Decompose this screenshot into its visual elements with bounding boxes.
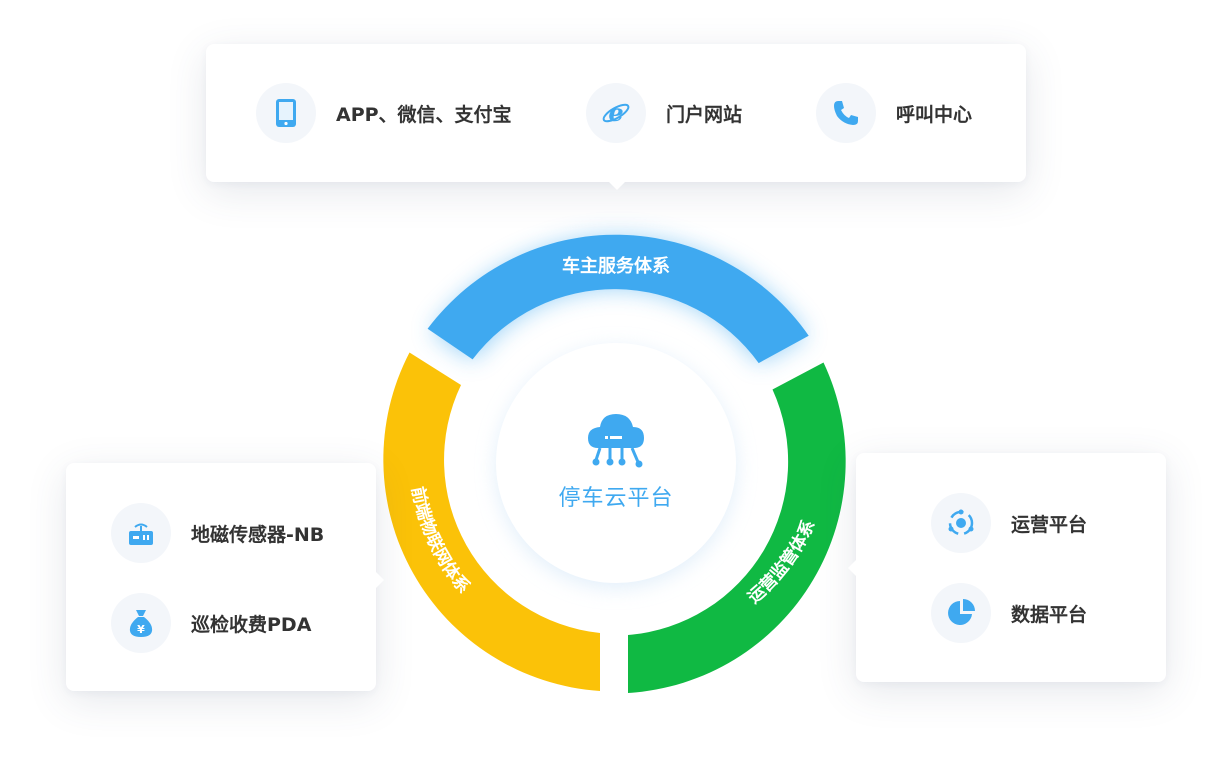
geomagnetic-sensor-icon	[111, 503, 171, 563]
owner-service-card: APP、微信、支付宝 e 门户网站 呼叫中心	[206, 44, 1026, 190]
operation-item-ops: 运营平台	[931, 493, 1087, 553]
center-platform-circle	[496, 343, 736, 583]
iot-system-segment	[383, 352, 600, 691]
pie-chart-icon	[931, 583, 991, 643]
service-item-label: 门户网站	[666, 103, 743, 126]
svg-text:e: e	[608, 98, 623, 127]
operation-item-label: 数据平台	[1011, 603, 1088, 626]
service-item-label: 呼叫中心	[896, 103, 973, 126]
money-bag-icon: ¥	[111, 593, 171, 653]
service-item-portal: e 门户网站	[586, 83, 742, 143]
iot-item-sensor: 地磁传感器-NB	[111, 503, 324, 563]
iot-item-pda: ¥ 巡检收费PDA	[111, 593, 311, 653]
service-item-call-center: 呼叫中心	[816, 83, 972, 143]
mobile-phone-icon	[256, 83, 316, 143]
operation-system-segment	[628, 362, 846, 693]
iot-item-label: 巡检收费PDA	[191, 613, 312, 636]
operation-orbit-icon	[931, 493, 991, 553]
service-item-label: APP、微信、支付宝	[336, 103, 512, 126]
browser-ie-icon: e	[586, 83, 646, 143]
operation-item-label: 运营平台	[1011, 513, 1088, 536]
service-system-label: 车主服务体系	[562, 255, 670, 277]
telephone-icon	[816, 83, 876, 143]
svg-text:¥: ¥	[137, 623, 145, 636]
operation-platform-card: 运营平台 数据平台	[848, 453, 1166, 682]
cloud-circuit-icon	[588, 414, 644, 468]
center-platform-title: 停车云平台	[558, 486, 674, 511]
operation-item-data: 数据平台	[931, 583, 1087, 643]
iot-device-card: 地磁传感器-NB ¥ 巡检收费PDA	[66, 463, 384, 691]
service-item-app: APP、微信、支付宝	[256, 83, 512, 143]
iot-item-label: 地磁传感器-NB	[191, 523, 325, 546]
service-system-segment	[427, 234, 809, 364]
